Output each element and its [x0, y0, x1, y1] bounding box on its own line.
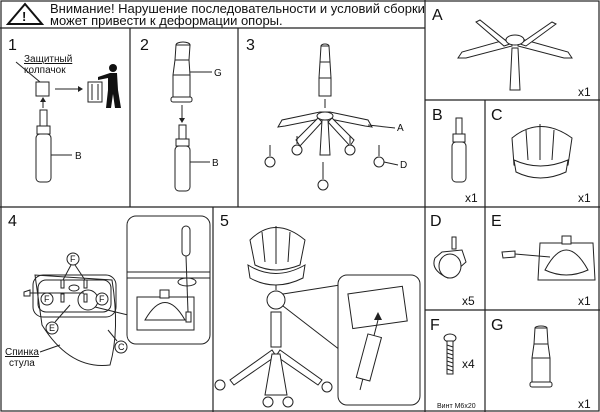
part-e-panel: E x1 — [491, 213, 596, 308]
part-qty: x5 — [462, 294, 475, 308]
screwdriver-icon — [177, 225, 197, 323]
svg-text:F: F — [99, 294, 105, 304]
protective-cap — [35, 81, 50, 97]
part-qty: x1 — [578, 294, 591, 308]
svg-text:C: C — [118, 342, 125, 352]
part-d-panel: D x5 — [430, 213, 475, 308]
casters — [264, 136, 385, 191]
part-letter: F — [430, 317, 440, 334]
gas-lift-b — [35, 133, 52, 183]
step-number: 4 — [8, 213, 17, 230]
part-label-g: G — [214, 68, 222, 79]
seat-back-label: Спинка — [5, 347, 39, 358]
warning-header: ! Внимание! Нарушение последовательности… — [5, 1, 425, 28]
cap-label: Защитный — [24, 54, 72, 65]
part-qty: x4 — [462, 357, 475, 371]
part-letter: A — [432, 7, 443, 24]
trash-bin-icon — [87, 64, 121, 108]
part-a-panel: A x1 — [432, 7, 591, 99]
step-2: 2 G B — [140, 37, 222, 192]
svg-text:F: F — [44, 294, 50, 304]
detail-inset — [126, 215, 211, 345]
seat-back-label: стула — [9, 358, 35, 369]
warning-line-2: может привести к деформации опоры. — [50, 13, 283, 28]
part-label-b: B — [212, 158, 219, 169]
callout-f: F F F — [40, 252, 109, 306]
callout-c — [114, 340, 128, 354]
step-number: 5 — [220, 213, 229, 230]
detail-inset — [337, 274, 421, 406]
part-letter: E — [491, 213, 502, 230]
part-label-b: B — [75, 151, 82, 162]
part-letter: B — [432, 107, 443, 124]
part-qty: x1 — [578, 191, 591, 205]
part-g-panel: G x1 — [491, 317, 591, 411]
screw-icon — [443, 333, 457, 375]
part-letter: G — [491, 317, 503, 334]
svg-text:!: ! — [22, 9, 26, 24]
part-f-panel: F x4 Винт M6x20 — [430, 317, 476, 410]
cap-label: колпачок — [24, 65, 66, 76]
callout-e — [45, 321, 59, 335]
part-c-panel: C x1 — [491, 107, 591, 205]
step-number: 1 — [8, 37, 17, 54]
step-number: 2 — [140, 37, 149, 54]
svg-text:E: E — [49, 323, 55, 333]
part-b-panel: B x1 — [432, 107, 478, 205]
base-a — [277, 111, 373, 156]
part-qty: x1 — [578, 85, 591, 99]
step-3: 3 A D — [246, 37, 407, 191]
step-1: 1 Защитный колпачок B — [8, 37, 121, 183]
svg-text:F: F — [70, 254, 76, 264]
step-4: 4 F F F E C Спинка стула — [5, 213, 211, 369]
part-label-d: D — [400, 160, 407, 171]
part-label-a: A — [397, 123, 404, 134]
step-5: 5 — [214, 213, 421, 408]
step-number: 3 — [246, 37, 255, 54]
part-qty: x1 — [465, 191, 478, 205]
warning-line-1: Внимание! Нарушение последовательности и… — [50, 1, 425, 16]
part-letter: C — [491, 107, 503, 124]
part-letter: D — [430, 213, 442, 230]
screw-caption: Винт M6x20 — [437, 403, 476, 410]
warning-triangle-icon: ! — [5, 2, 45, 25]
part-qty: x1 — [578, 397, 591, 411]
